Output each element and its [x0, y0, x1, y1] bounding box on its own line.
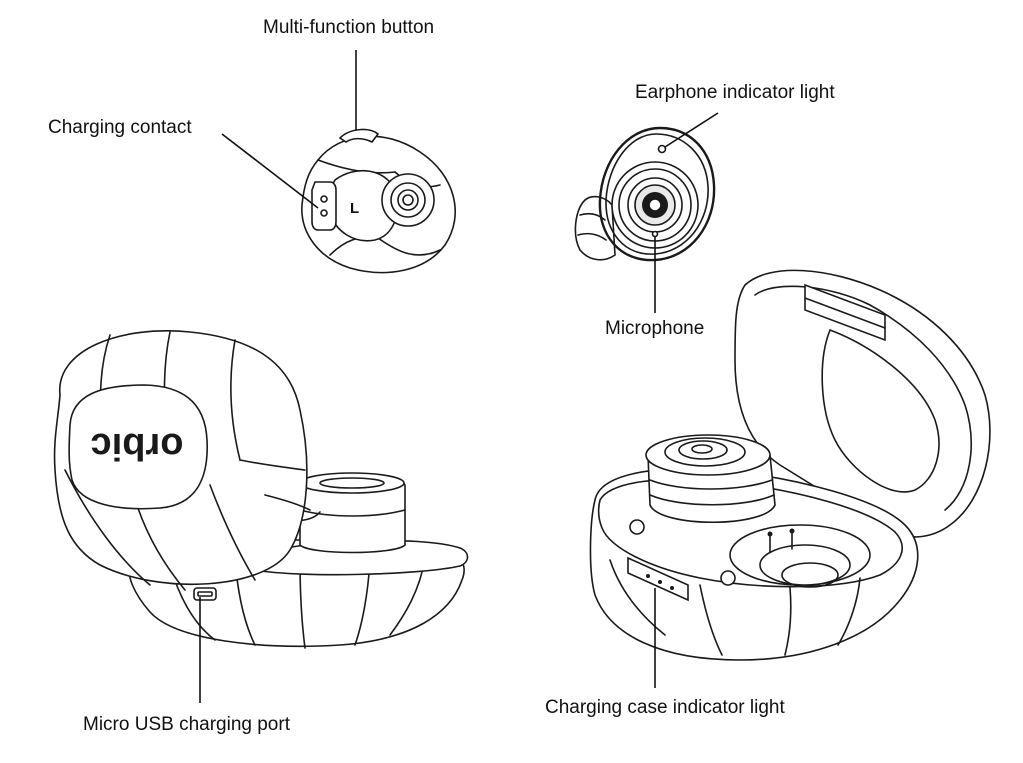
label-earphone-indicator-light: Earphone indicator light: [635, 82, 835, 103]
right-earbud: [574, 126, 716, 262]
label-micro-usb-charging-port: Micro USB charging port: [83, 714, 290, 735]
leader-charging-contact: [221, 133, 319, 209]
left-earbud-letter: L: [350, 200, 359, 217]
case-side-view: [53, 330, 469, 649]
case-open-view: [589, 269, 991, 661]
leader-earphone-indicator-light: [664, 112, 719, 148]
label-charging-contact: Charging contact: [48, 117, 192, 138]
left-earbud: [301, 128, 456, 274]
label-microphone: Microphone: [605, 318, 705, 339]
brand-logo: orbic: [91, 425, 184, 467]
label-multi-function-button: Multi-function button: [263, 17, 435, 38]
label-charging-case-indicator-light: Charging case indicator light: [545, 697, 785, 718]
